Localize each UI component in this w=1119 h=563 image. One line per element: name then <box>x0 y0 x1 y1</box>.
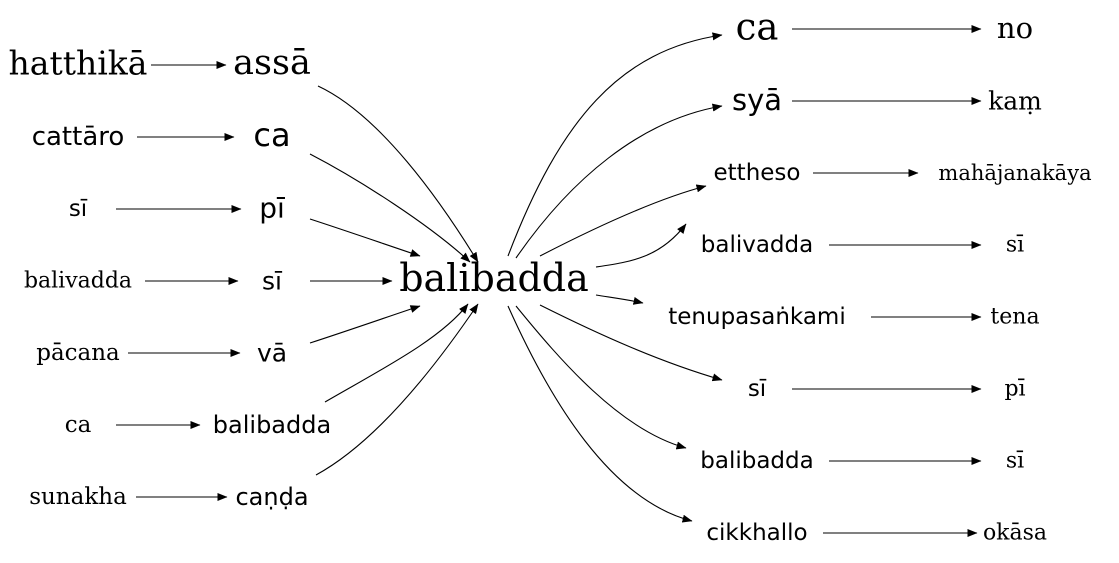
left-target-node: ca <box>253 116 290 154</box>
left-target-node: sī <box>262 267 283 296</box>
edge-to-center-5 <box>324 303 469 403</box>
left-source-node: ca <box>65 412 92 438</box>
right-first-node: syā <box>732 83 782 117</box>
left-source-node: pācana <box>36 340 120 366</box>
right-first-node: tenupasaṅkami <box>668 304 845 330</box>
left-source-node: sunakha <box>29 484 127 510</box>
edge-from-center-6 <box>515 305 687 450</box>
edge-from-center-1 <box>515 103 723 259</box>
right-first-node: balivadda <box>701 232 813 258</box>
right-second-node: sī <box>1006 233 1024 258</box>
edge-to-center-0 <box>317 85 479 263</box>
left-source-node: balivadda <box>24 269 132 294</box>
edge-to-center-2 <box>309 218 421 257</box>
edge-from-center-4 <box>595 294 644 305</box>
left-target-node: vā <box>257 339 287 368</box>
right-second-node: okāsa <box>983 521 1047 546</box>
center-node: balibadda <box>399 256 589 300</box>
edge-from-center-7 <box>507 305 693 523</box>
edge-from-center-5 <box>539 304 723 382</box>
right-second-node: sī <box>1006 449 1024 474</box>
left-source-node: sī <box>69 196 88 222</box>
node-layer: hatthikā cattāro sī balivadda pācana ca … <box>9 6 1092 547</box>
right-second-node: tena <box>990 305 1039 330</box>
edge-to-center-4 <box>309 305 421 344</box>
right-first-node: ca <box>736 6 779 49</box>
right-first-node: ettheso <box>714 160 801 186</box>
left-source-node: cattāro <box>32 122 125 152</box>
left-target-node: balibadda <box>213 411 331 439</box>
left-source-node: hatthikā <box>9 44 148 83</box>
edge-from-center-2 <box>539 184 707 257</box>
edge-to-center-1 <box>309 153 471 263</box>
right-second-node: kaṃ <box>988 87 1042 116</box>
edge-to-center-6 <box>315 303 479 476</box>
right-first-node: sī <box>748 376 767 402</box>
right-second-node: pī <box>1004 377 1025 402</box>
right-first-node: cikkhallo <box>706 520 807 546</box>
left-target-node: assā <box>233 43 311 83</box>
left-target-node: pī <box>259 192 285 225</box>
right-second-node: no <box>997 11 1033 45</box>
edge-from-center-0 <box>507 32 723 257</box>
right-second-node: mahājanakāya <box>938 161 1091 185</box>
edge-from-center-3 <box>595 223 687 268</box>
right-first-node: balibadda <box>700 448 813 474</box>
edge-layer <box>116 25 982 537</box>
left-target-node: caṇḍa <box>235 483 308 511</box>
